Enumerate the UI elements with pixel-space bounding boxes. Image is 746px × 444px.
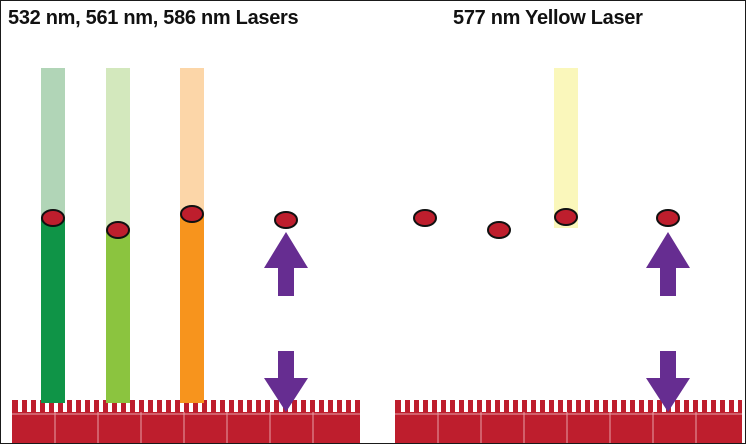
red-blood-cell-icon: [487, 221, 511, 239]
red-blood-cell-icon: [41, 209, 65, 227]
arrow-up-icon: [264, 232, 308, 296]
beam-586-upper: [180, 68, 204, 214]
tissue-left: [12, 400, 360, 443]
beam-532-lower: [41, 217, 65, 403]
red-blood-cell-icon: [106, 221, 130, 239]
red-blood-cell-icon: [656, 209, 680, 227]
beam-577: [554, 68, 578, 228]
red-blood-cell-icon: [413, 209, 437, 227]
red-blood-cell-icon: [180, 205, 204, 223]
red-blood-cell-icon: [554, 208, 578, 226]
right-panel-title: 577 nm Yellow Laser: [453, 7, 643, 29]
arrow-up-icon: [646, 232, 690, 296]
arrow-down-icon: [646, 351, 690, 412]
left-panel-title: 532 nm, 561 nm, 586 nm Lasers: [8, 7, 299, 29]
tissue-right: [395, 400, 742, 443]
beam-532-upper: [41, 68, 65, 217]
beam-561-upper: [106, 68, 130, 230]
arrow-down-icon: [264, 351, 308, 412]
beam-586-lower: [180, 214, 204, 403]
red-blood-cell-icon: [274, 211, 298, 229]
beam-561-lower: [106, 230, 130, 403]
